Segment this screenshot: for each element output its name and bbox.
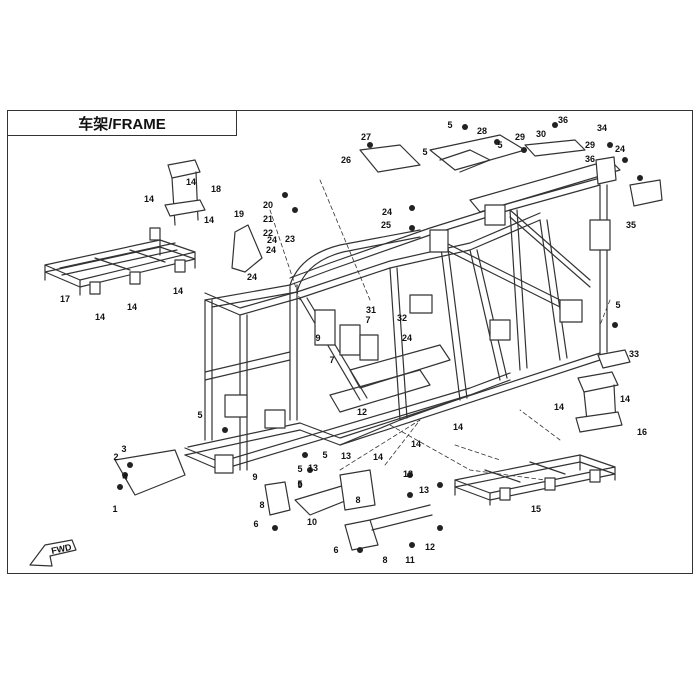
callout-14: 14 (173, 286, 183, 296)
callout-35: 35 (626, 220, 636, 230)
fwd-arrow-icon (29, 539, 77, 567)
callout-11: 11 (405, 555, 415, 565)
callout-24: 24 (247, 272, 257, 282)
callout-29: 29 (515, 132, 525, 142)
callout-15: 15 (531, 504, 541, 514)
callout-3: 3 (121, 444, 126, 454)
callout-10: 10 (307, 517, 317, 527)
callout-2: 2 (113, 452, 118, 462)
callout-8: 8 (259, 500, 264, 510)
callout-18: 18 (211, 184, 221, 194)
callout-5: 5 (297, 479, 302, 489)
callout-1: 1 (112, 504, 117, 514)
callout-14: 14 (95, 312, 105, 322)
diagram-title: 车架/FRAME (78, 115, 166, 133)
callout-24: 24 (266, 245, 276, 255)
callout-26: 26 (341, 155, 351, 165)
engine-mounts (114, 449, 433, 551)
callout-24: 24 (615, 144, 625, 154)
callout-33: 33 (629, 349, 639, 359)
callout-16: 16 (637, 427, 647, 437)
callout-9: 9 (252, 472, 257, 482)
callout-22: 22 (263, 228, 273, 238)
callout-30: 30 (536, 129, 546, 139)
callout-13: 13 (403, 469, 413, 479)
callout-24: 24 (267, 235, 277, 245)
callout-23: 23 (285, 234, 295, 244)
callout-14: 14 (554, 402, 564, 412)
callout-12: 12 (357, 407, 367, 417)
callout-19: 19 (234, 209, 244, 219)
callout-5: 5 (197, 410, 202, 420)
callout-7: 7 (365, 315, 370, 325)
leader-dashes (269, 179, 611, 481)
callout-29: 29 (585, 140, 595, 150)
callout-6: 6 (253, 519, 258, 529)
callout-14: 14 (204, 215, 214, 225)
callout-8: 8 (382, 555, 387, 565)
callout-9: 9 (297, 480, 302, 490)
callout-4: 4 (122, 472, 127, 482)
callout-36: 36 (585, 154, 595, 164)
rear-bracket (575, 371, 623, 433)
fasteners (117, 122, 643, 553)
callout-12: 12 (425, 542, 435, 552)
diagram-border (7, 110, 693, 574)
callout-14: 14 (453, 422, 463, 432)
callout-36: 36 (558, 115, 568, 125)
front-rack (44, 227, 196, 296)
callout-24: 24 (382, 207, 392, 217)
front-bracket (164, 159, 206, 226)
callout-13: 13 (308, 463, 318, 473)
callout-14: 14 (620, 394, 630, 404)
callout-14: 14 (373, 452, 383, 462)
side-brackets (595, 156, 663, 369)
callout-9: 9 (315, 333, 320, 343)
callout-6: 6 (333, 545, 338, 555)
callout-31: 31 (366, 305, 376, 315)
callout-5: 5 (615, 300, 620, 310)
callout-20: 20 (263, 200, 273, 210)
callout-5: 5 (422, 147, 427, 157)
callout-21: 21 (263, 214, 273, 224)
callout-25: 25 (381, 220, 391, 230)
callout-14: 14 (411, 439, 421, 449)
bracket-19 (231, 224, 263, 273)
top-plates (359, 134, 586, 173)
callout-32: 32 (397, 313, 407, 323)
callout-14: 14 (144, 194, 154, 204)
callout-5: 5 (297, 464, 302, 474)
callout-5: 5 (497, 140, 502, 150)
callout-7: 7 (329, 355, 334, 365)
callout-17: 17 (60, 294, 70, 304)
callout-5: 5 (447, 120, 452, 130)
rear-rack (454, 454, 616, 506)
main-frame (184, 159, 621, 474)
callout-13: 13 (341, 451, 351, 461)
callout-34: 34 (597, 123, 607, 133)
callout-13: 13 (419, 485, 429, 495)
fwd-label: FWD (50, 542, 73, 556)
callout-14: 14 (127, 302, 137, 312)
title-box: 车架/FRAME (7, 110, 237, 136)
callout-28: 28 (477, 126, 487, 136)
callout-24: 24 (402, 333, 412, 343)
callout-14: 14 (186, 177, 196, 187)
callout-5: 5 (322, 450, 327, 460)
callout-27: 27 (361, 132, 371, 142)
callout-8: 8 (355, 495, 360, 505)
